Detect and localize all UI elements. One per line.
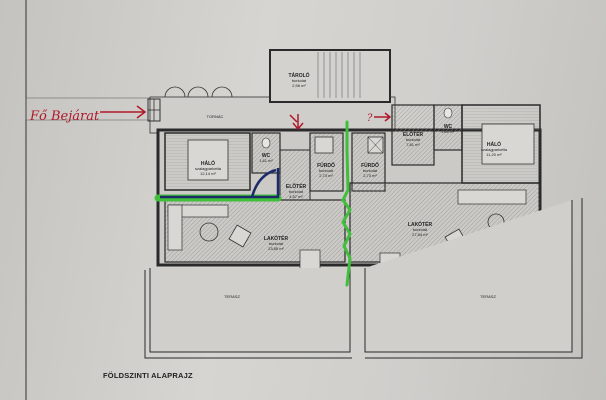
svg-text:szalagparketta: szalagparketta [195,166,222,171]
label-terasz-left: TERASZ [224,294,240,299]
svg-text:2,73 m²: 2,73 m² [363,173,377,178]
svg-text:23,85 m²: 23,85 m² [268,246,284,251]
svg-text:HÁLÓ: HÁLÓ [487,140,501,148]
svg-text:LAKÓTÉR: LAKÓTÉR [264,234,289,242]
svg-text:1,61 m²: 1,61 m² [441,129,455,134]
svg-text:burkolat: burkolat [413,227,428,232]
svg-text:WC: WC [262,153,271,159]
svg-text:burkolat: burkolat [269,241,284,246]
annotation-question: ? [367,113,373,124]
svg-text:burkolat: burkolat [292,78,307,83]
svg-text:FÜRDŐ: FÜRDŐ [361,162,379,169]
room-wc-2 [433,104,463,151]
annotation-blue-wall [160,168,280,199]
annotation-arrow-right [374,112,392,122]
annotation-arrow-entrance [100,105,147,119]
svg-text:7,81 m²: 7,81 m² [406,142,420,147]
label-tornac: TORNÁC [207,114,224,119]
svg-text:burkolat: burkolat [319,168,334,173]
svg-text:1,61 m²: 1,61 m² [259,158,273,163]
svg-text:2,96 m²: 2,96 m² [292,83,306,88]
svg-text:LAKÓTÉR: LAKÓTÉR [408,220,433,228]
svg-text:2,73 m²: 2,73 m² [319,173,333,178]
svg-text:ELŐTÉR: ELŐTÉR [403,130,424,138]
svg-text:burkolat: burkolat [363,168,378,173]
svg-text:burkolat: burkolat [289,189,304,194]
svg-text:szalagparketta: szalagparketta [481,147,508,152]
annotation-fo-bejarat: Fő Bejárat [29,109,100,124]
svg-text:HÁLÓ: HÁLÓ [201,159,215,167]
svg-text:FÜRDŐ: FÜRDŐ [317,162,335,169]
svg-text:12,14 m²: 12,14 m² [200,171,216,176]
annotation-green-divider [341,120,352,287]
svg-text:4,57 m²: 4,57 m² [289,194,303,199]
label-terasz-right: TERASZ [480,294,496,299]
plan-title: FÖLDSZINTI ALAPRAJZ [103,371,193,380]
svg-text:ELŐTÉR: ELŐTÉR [286,182,307,190]
annotation-arrow-down [289,114,304,131]
svg-text:11,20 m²: 11,20 m² [486,152,502,157]
terrace-left [149,268,351,353]
svg-text:burkolat: burkolat [406,137,421,142]
svg-text:27,84 m²: 27,84 m² [412,232,428,237]
label-tarolo: TÁROLÓ [288,71,309,79]
terrace-right [364,200,573,353]
svg-text:WC: WC [444,124,453,130]
